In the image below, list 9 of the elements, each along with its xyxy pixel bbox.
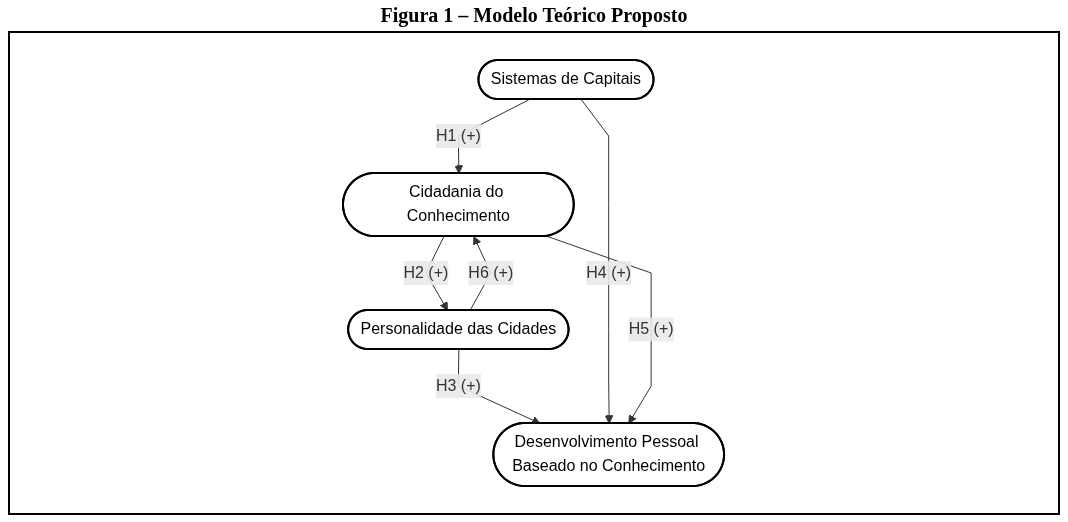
edge-label: H3 (+) (436, 376, 482, 394)
edge-label: H5 (+) (629, 320, 675, 338)
edge-label: H2 (+) (403, 264, 449, 281)
arrow (581, 99, 614, 424)
figure-title: Figura 1 – Modelo Teórico Proposto (379, 4, 689, 27)
arrow (546, 235, 653, 424)
edge-label: H4 (+) (586, 264, 632, 281)
edge-label: H6 (+) (468, 264, 514, 281)
edge-label: H1 (+) (436, 127, 482, 145)
